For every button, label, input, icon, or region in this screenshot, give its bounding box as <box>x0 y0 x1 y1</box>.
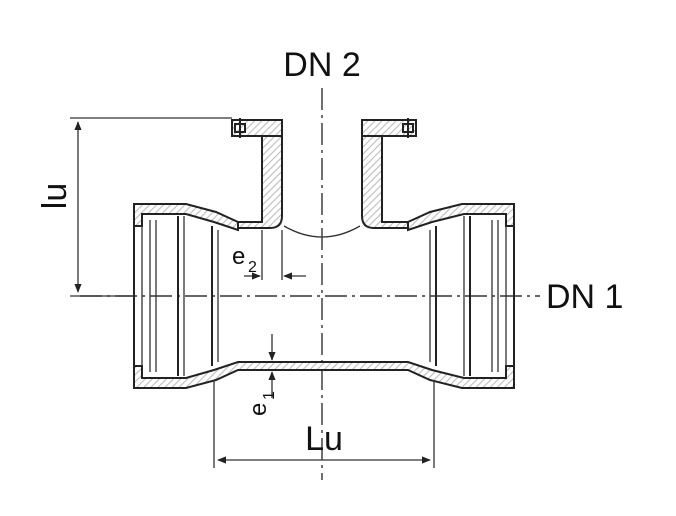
e2-label: e 2 <box>232 243 257 276</box>
e1-main: e <box>245 403 272 416</box>
Lu-dimension <box>213 380 435 468</box>
branch-flange <box>231 118 417 138</box>
left-socket <box>133 216 219 376</box>
e2-dimension <box>244 230 306 280</box>
main-run-lower-wall <box>133 361 515 389</box>
e1-label: e 1 <box>245 391 278 416</box>
dn2-label: DN 2 <box>283 46 360 84</box>
e2-main: e <box>232 243 245 270</box>
right-socket <box>429 216 515 376</box>
lu-dimension <box>70 117 232 297</box>
branch-neck <box>237 135 409 238</box>
lu-label: lu <box>36 183 74 209</box>
dn1-label: DN 1 <box>546 278 623 316</box>
main-run-upper-wall <box>133 203 515 232</box>
Lu-label: Lu <box>305 420 343 458</box>
e2-subscript: 2 <box>248 259 257 276</box>
e1-subscript: 1 <box>261 391 278 400</box>
